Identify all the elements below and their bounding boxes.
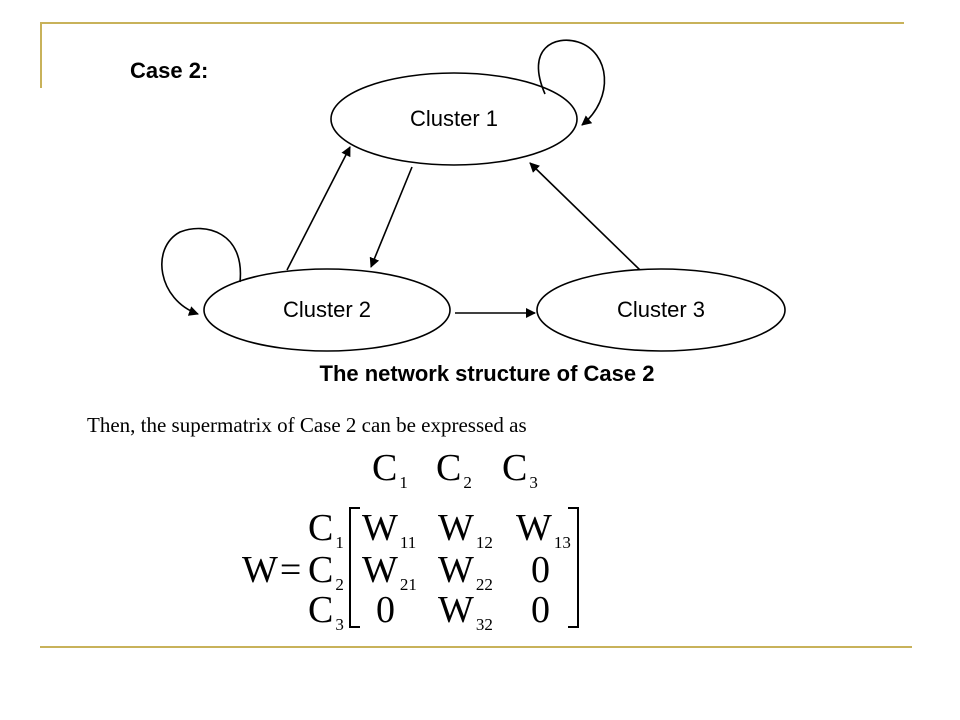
intro-text: Then, the supermatrix of Case 2 can be e… — [87, 413, 527, 437]
diagram-caption: The network structure of Case 2 — [320, 361, 655, 386]
left-bracket — [349, 507, 360, 628]
edge-cluster3-to-cluster1 — [529, 162, 641, 271]
edge-cluster1-self-loop — [537, 39, 606, 126]
node-label-cluster-1: Cluster 1 — [410, 106, 498, 131]
node-label-cluster-3: Cluster 3 — [617, 297, 705, 322]
right-bracket — [568, 507, 579, 628]
matrix-name: W= — [242, 549, 301, 591]
top-rule — [40, 22, 904, 24]
edge-cluster2-self-loop — [161, 227, 242, 316]
node-cluster-3: Cluster 3 — [536, 268, 786, 352]
edge-cluster2-to-cluster1 — [286, 146, 351, 271]
node-cluster-1: Cluster 1 — [330, 72, 578, 166]
node-cluster-2: Cluster 2 — [203, 268, 451, 352]
case-title: Case 2: — [130, 58, 208, 83]
edge-cluster1-to-cluster2 — [369, 166, 413, 268]
left-rule — [40, 22, 42, 88]
bottom-rule — [40, 646, 912, 648]
cell-r3-c3: 0 — [531, 589, 550, 631]
cell-r2-c3: 0 — [531, 549, 550, 591]
node-label-cluster-2: Cluster 2 — [283, 297, 371, 322]
cell-r3-c1: 0 — [376, 589, 395, 631]
